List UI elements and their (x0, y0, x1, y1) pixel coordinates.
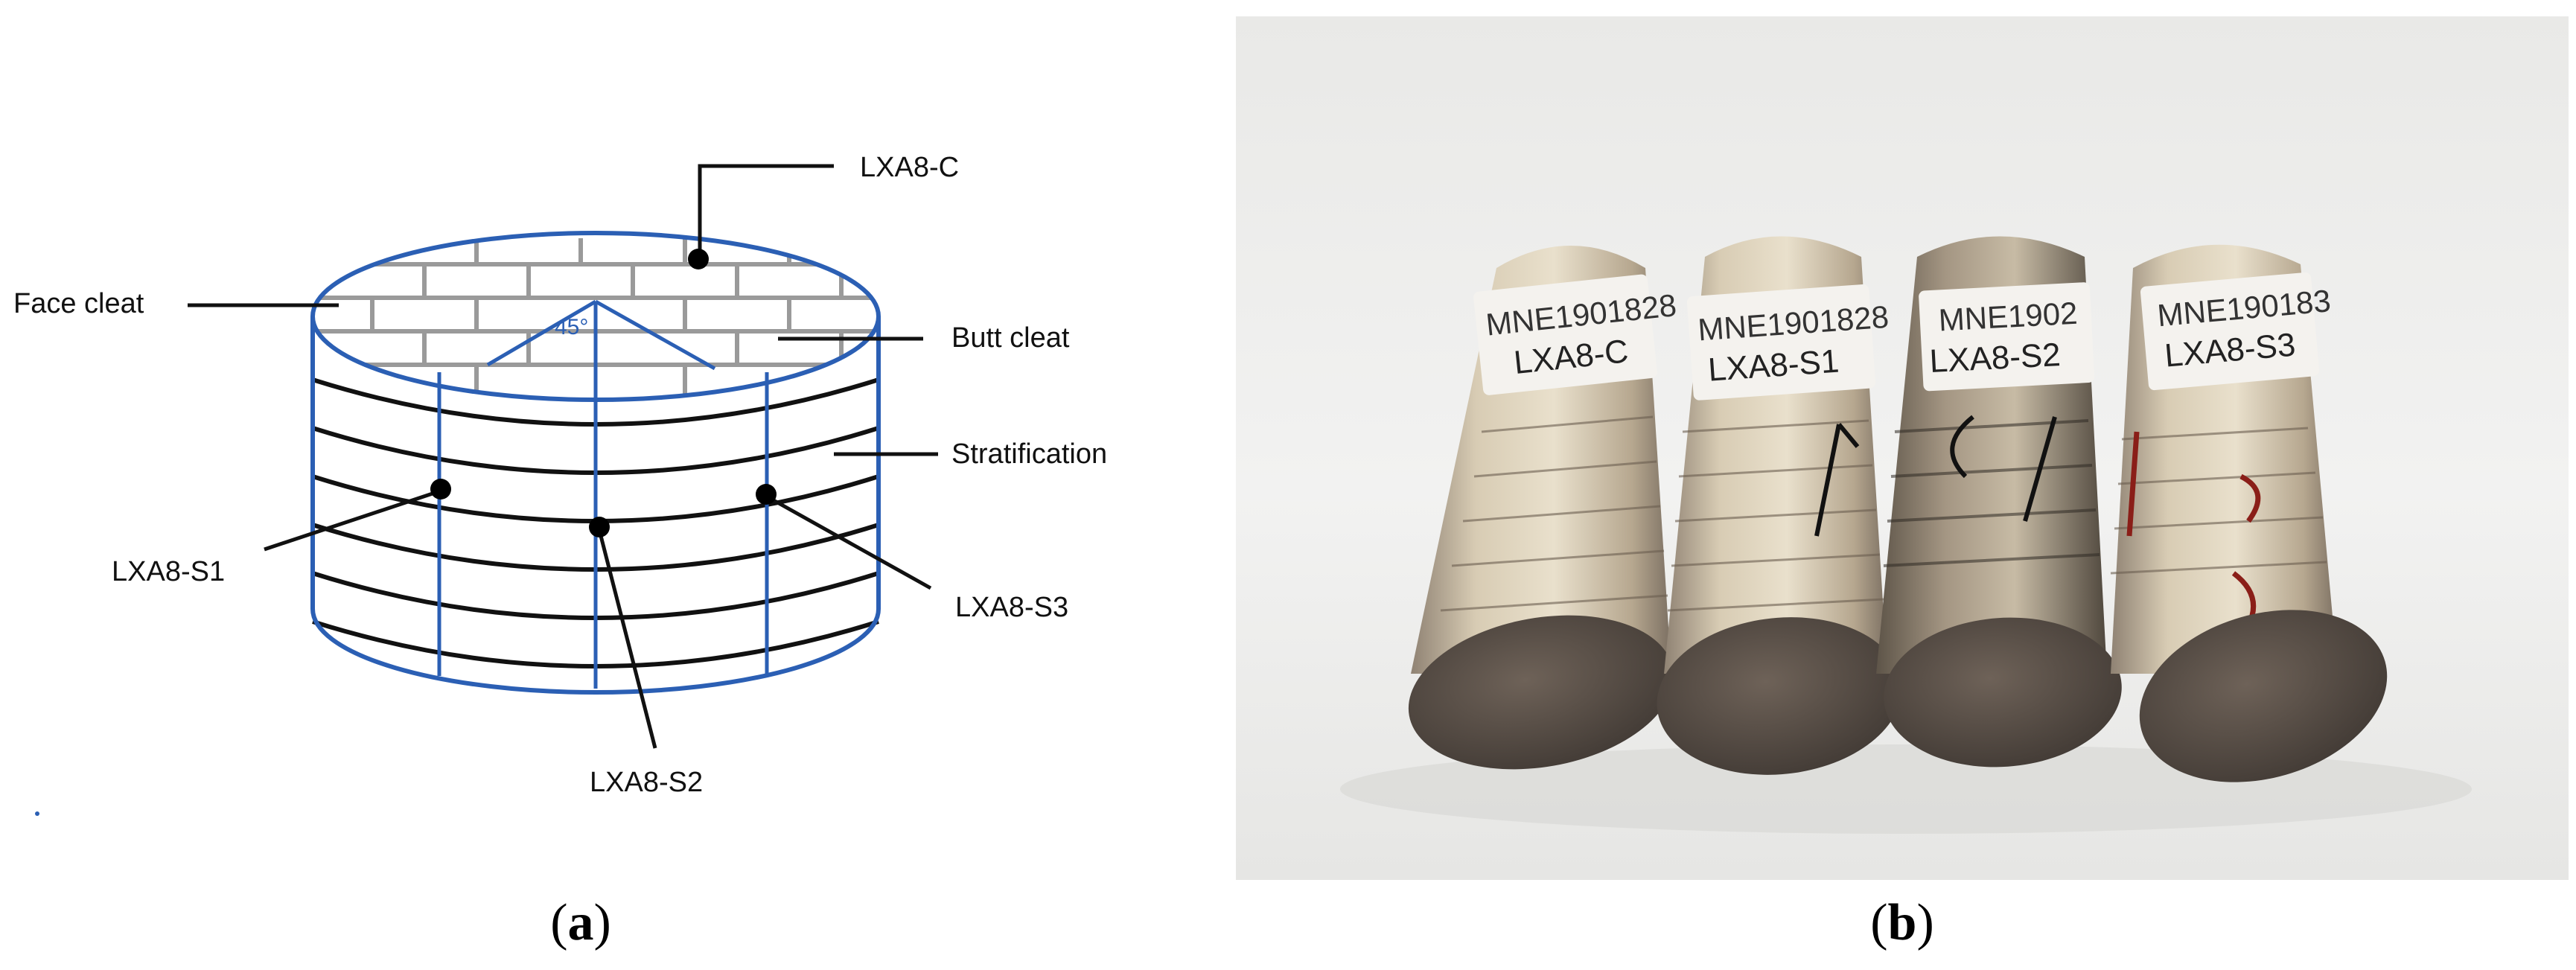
stray-dot (35, 811, 39, 816)
core-diagram: 45° LXA8-C Face cleat Butt cleat Stratif… (13, 152, 1107, 816)
core-label-name: LXA8-S2 (1928, 336, 2061, 380)
label-lxa8-s3: LXA8-S3 (955, 592, 1068, 623)
core-sample: MNE1901828 LXA8-C (1408, 246, 1678, 770)
label-lxa8-s1: LXA8-S1 (112, 556, 225, 587)
core-sample: MNE1902 LXA8-S2 (1876, 236, 2122, 768)
core-sample: MNE1901828 LXA8-S1 (1657, 236, 1902, 775)
angle-label: 45° (555, 315, 588, 339)
caption-b: (b) (1870, 894, 1934, 951)
sample-points (430, 249, 777, 537)
leader-lines (188, 164, 938, 749)
sample-photo: MNE1901828 LXA8-C MNE1901828 LXA8-S1 (1236, 16, 2569, 880)
core-sample: MNE190183 LXA8-S3 (2110, 244, 2388, 782)
point-lxa8-s1 (430, 479, 451, 500)
core-label-id: MNE1902 (1938, 296, 2079, 338)
label-face-cleat: Face cleat (13, 288, 144, 319)
sample-planes (437, 299, 769, 689)
cylinder-outline (310, 231, 881, 695)
caption-a: (a) (550, 894, 611, 951)
point-lxa8-c (688, 249, 709, 269)
label-butt-cleat: Butt cleat (951, 322, 1070, 354)
label-lxa8-c: LXA8-C (860, 152, 959, 183)
label-stratification: Stratification (951, 438, 1107, 470)
point-lxa8-s3 (756, 484, 777, 505)
label-lxa8-s2: LXA8-S2 (590, 767, 703, 798)
point-lxa8-s2 (589, 517, 610, 537)
